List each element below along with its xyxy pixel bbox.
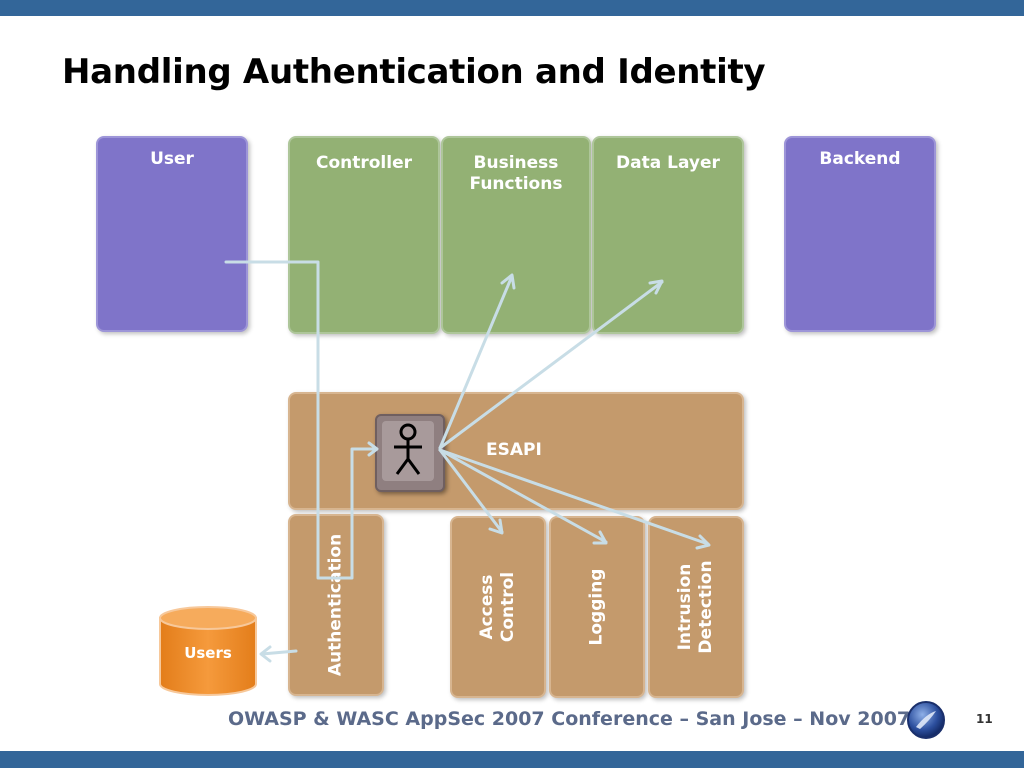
users-database-icon <box>159 606 257 696</box>
arrow-esapi-to-access-control <box>438 448 504 534</box>
arrow-esapi-to-business-functions <box>438 274 514 450</box>
business-functions-label-line2: Functions <box>469 174 563 194</box>
header-bar <box>0 0 1024 16</box>
stick-figure-icon <box>394 423 422 475</box>
data-layer-label: Data Layer <box>616 153 720 173</box>
intrusion-detection-box: Intrusion Detection <box>648 516 744 698</box>
arrow-esapi-to-logging <box>438 448 608 544</box>
actor-box <box>375 414 445 492</box>
users-database-label: Users <box>184 644 232 662</box>
user-label: User <box>150 149 194 169</box>
access-control-box: Access Control <box>450 516 546 698</box>
data-layer-box: Data Layer <box>592 136 744 334</box>
backend-label: Backend <box>819 149 901 169</box>
backend-box: Backend <box>784 136 936 332</box>
business-functions-label-line1: Business <box>473 153 559 173</box>
logging-box: Logging <box>549 516 645 698</box>
arrow-esapi-to-intrusion-detection <box>438 448 710 546</box>
footer-bar <box>0 751 1024 768</box>
authentication-box: Authentication <box>288 514 384 696</box>
arrow-authentication-to-users <box>260 649 298 656</box>
controller-box: Controller <box>288 136 440 334</box>
slide-footer: OWASP & WASC AppSec 2007 Conference – Sa… <box>228 708 911 730</box>
business-functions-label: Business Functions <box>443 138 589 195</box>
arrow-esapi-to-data-layer <box>438 280 664 450</box>
user-box: User <box>96 136 248 332</box>
business-functions-box: Business Functions <box>441 136 591 334</box>
owasp-logo-icon <box>907 701 945 739</box>
esapi-box: ESAPI <box>288 392 744 510</box>
slide-title: Handling Authentication and Identity <box>62 52 766 92</box>
controller-label: Controller <box>315 153 412 173</box>
arrow-authentication-to-esapi <box>334 447 378 580</box>
arrow-user-to-authentication <box>224 260 340 580</box>
page-number: 11 <box>976 712 993 726</box>
esapi-label: ESAPI <box>486 440 542 460</box>
